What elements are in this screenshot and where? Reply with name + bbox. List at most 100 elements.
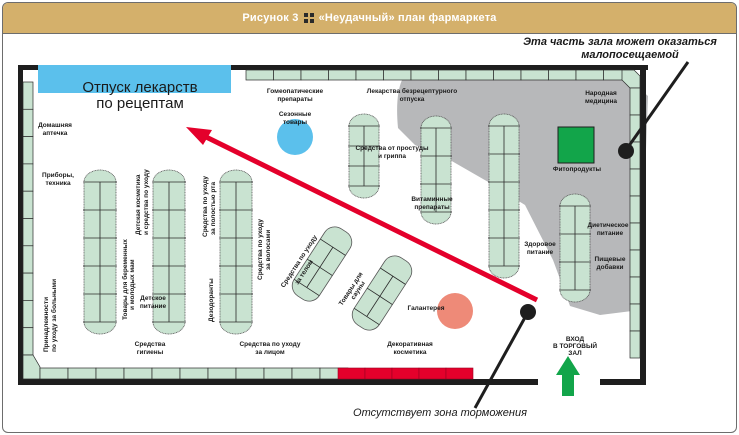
label-cold-flu-2: и гриппа (378, 153, 406, 160)
wall-shelf-segment (291, 367, 321, 380)
label-kids-cosmetics-1: Детская косметика (135, 174, 142, 235)
figure-title: «Неудачный» план фармаркета (318, 12, 497, 24)
gondola-oral-care (219, 169, 253, 335)
label-face-care-1: Средства по уходу (239, 341, 300, 348)
wall-shelf-segment (179, 367, 209, 380)
gondola-cold-flu (348, 113, 380, 199)
label-baby-food-2: питание (140, 303, 167, 310)
label-patient-care-2: по уходу за больными (50, 279, 58, 352)
label-hair-care-1: Средства по уходу (257, 219, 264, 280)
gondola-sauna (351, 255, 413, 331)
label-hair-care-2: за волосами (265, 230, 272, 270)
prescription-label-2: по рецептам (96, 95, 184, 112)
label-pregnant-1: Товары для беременных (121, 239, 129, 320)
wall-shelf-segment (629, 249, 641, 278)
label-home-kit-1: Домашняя (38, 122, 72, 129)
wall-shelf-segment (273, 69, 302, 81)
wall-shelf-segment (39, 367, 69, 380)
callout-pointer-top (624, 61, 690, 151)
gondola-devices (83, 169, 117, 335)
label-baby-food-1: Детское (140, 295, 166, 302)
callout-dot-top (618, 143, 634, 159)
gondolas (83, 113, 591, 335)
wall-shelf-segment (22, 81, 34, 110)
wall-shelf-segment (629, 276, 641, 305)
wall-shelf-segment (207, 367, 237, 380)
wall-shelf-segment (383, 69, 412, 81)
label-hygiene-2: гигиены (137, 349, 164, 356)
label-decor-1: Декоративная (387, 341, 433, 348)
wall-shelf-segment (22, 163, 34, 192)
label-oral-care-2: за полостью рта (210, 182, 217, 235)
label-devices-2: техника (45, 180, 71, 187)
wall-shelf-segment (235, 367, 265, 380)
prescription-counter (38, 65, 231, 93)
label-hygiene-1: Средства (135, 341, 166, 348)
wall-shelf-segment (465, 69, 494, 81)
label-folk-medicine-1: Народная (585, 90, 617, 97)
prescription-label-1: Отпуск лекарств (82, 79, 197, 96)
gondola-divider (380, 267, 406, 285)
label-cold-flu-1: Средства от простуды (355, 145, 429, 152)
gondola-divider (320, 238, 346, 256)
wall-shelf-segment (493, 69, 522, 81)
label-phyto: Фитопродукты (553, 166, 602, 173)
label-entrance-3: ЗАЛ (568, 350, 582, 357)
wall-shelf-segment (123, 367, 153, 380)
wall-shelf-segment (263, 367, 293, 380)
label-deodorants: Дезодоранты (208, 278, 215, 322)
wall-shelf-segment (629, 195, 641, 224)
wall-shelf-segment (22, 245, 34, 274)
wall-shelf-segment (300, 69, 329, 81)
gondola-healthy-food (488, 113, 520, 279)
label-entrance-1: ВХОД (566, 336, 585, 343)
callout-no-braking-zone: Отсутствует зона торможения (353, 407, 527, 419)
label-diet-food-1: Диетическое (587, 222, 628, 229)
label-homeopathy-2: препараты (277, 96, 313, 103)
haberdashery-stand (437, 293, 473, 329)
gondola-diet-food (559, 193, 591, 303)
walls (18, 65, 648, 385)
label-homeopathy-1: Гомеопатические (267, 88, 324, 95)
callout-pointer-bottom (473, 311, 530, 409)
wall-shelf-segment (22, 190, 34, 219)
wall-shelf-segment (629, 87, 641, 116)
wall-shelves (22, 69, 641, 380)
customer-flow-arrow (196, 130, 539, 303)
label-seasonal-2: товары (283, 119, 308, 126)
figure-number: Рисунок 3 (242, 12, 299, 24)
wall-shelf-segment (67, 367, 97, 380)
label-entrance-2: В ТОРГОВЫЙ (553, 341, 597, 350)
label-pregnant-2: и молодых мам (129, 259, 136, 310)
label-home-kit-2: аптечка (43, 130, 68, 137)
gondola-kids (152, 169, 186, 335)
wall-shelf-segment (629, 168, 641, 197)
label-decor-2: косметика (393, 349, 426, 356)
gondola-divider (293, 278, 320, 296)
label-supplements-1: Пищевые (595, 256, 626, 263)
label-healthy-food-1: Здоровое (524, 241, 556, 248)
label-haberdashery: Галантерея (407, 305, 444, 312)
label-seasonal-1: Сезонные (279, 111, 312, 118)
checkout-shelf-segment (337, 367, 366, 380)
wall-shelf-segment (438, 69, 467, 81)
checkout-shelf-segment (364, 367, 393, 380)
wall-shelf-segment (151, 367, 181, 380)
wall-shelf-segment (22, 272, 34, 301)
phyto-products-stand (557, 126, 595, 164)
wall-shelf-segment (520, 69, 549, 81)
checkout-shelf-segment (391, 367, 420, 380)
gondola-divider (366, 276, 394, 317)
label-kids-cosmetics-2: и средства по уходу (143, 169, 150, 235)
label-otc-1: Лекарства безрецептурного (367, 87, 457, 95)
wall-shelf-segment (328, 69, 357, 81)
wall-shelf-corner (22, 354, 41, 380)
label-folk-medicine-2: медицина (585, 98, 617, 105)
label-vitamins-1: Витаминные (411, 196, 453, 203)
wall-shelf-segment (355, 69, 384, 81)
wall-shelf-segment (22, 108, 34, 137)
entrance-arrow-icon (556, 356, 580, 396)
label-diet-food-2: питание (597, 230, 624, 237)
wall-shelf-segment (629, 330, 641, 359)
label-patient-care-1: Принадлежности (43, 297, 50, 352)
